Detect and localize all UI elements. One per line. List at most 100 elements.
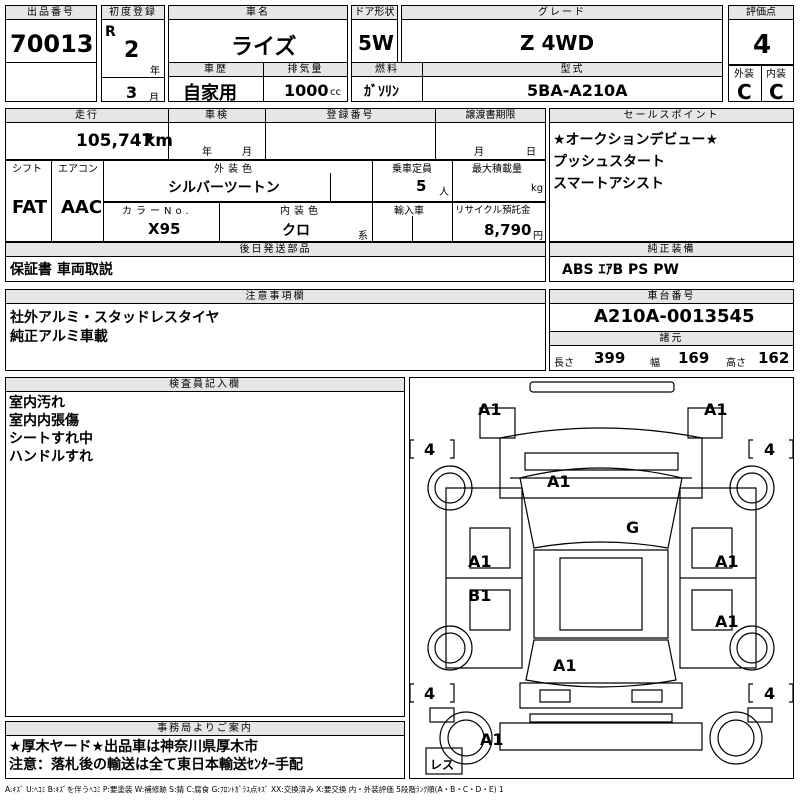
- caution-line-2: 純正アルミ車載: [10, 329, 108, 345]
- transfer-deadline-label: 譲渡書期限: [436, 109, 545, 123]
- later-parts-label: 後日発送部品: [6, 243, 545, 257]
- damage-mark-left-front-door: A1: [468, 552, 492, 571]
- color-number: X95: [148, 220, 181, 238]
- inspection-month-unit: 月: [242, 147, 252, 158]
- sales-point-1: ★オークションデビュー★: [553, 132, 719, 148]
- recycle-fee: 8,790: [484, 221, 532, 239]
- score-cell: 評価点 4 外装 内装 C C: [728, 5, 794, 104]
- inspection-year-unit: 年: [202, 147, 212, 158]
- recycle-fee-label: リサイクル預託金: [455, 205, 531, 216]
- later-parts-box: 後日発送部品 保証書 車両取説: [5, 242, 546, 282]
- spare-tire: レス: [430, 758, 455, 772]
- office-notice-line-1: ★厚木ヤード★出品車は神奈川県厚木市: [9, 739, 259, 755]
- damage-mark-front-left: A1: [478, 400, 502, 419]
- transfer-month-unit: 月: [474, 147, 484, 158]
- sales-point-3: スマートアシスト: [553, 176, 665, 192]
- interior-color-suffix: 系: [358, 231, 368, 242]
- score: 4: [753, 30, 772, 60]
- capacity-unit: 人: [439, 187, 449, 198]
- reg-month: 3: [126, 83, 138, 102]
- transfer-day-unit: 日: [526, 147, 536, 158]
- car-name: ライズ: [231, 35, 297, 60]
- damage-mark-rear-bumper: A1: [480, 730, 504, 749]
- inspector-notes-label: 検査員記入欄: [6, 378, 404, 392]
- genuine-equipment-label: 純正装備: [550, 243, 793, 257]
- lot-number-cell: 出品番号 70013: [5, 5, 97, 102]
- grade-cell: グレード Z 4WD: [401, 5, 723, 63]
- history-cell: 車歴 自家用: [168, 62, 264, 104]
- damage-mark-hood: A1: [547, 472, 571, 491]
- ac: AAC: [61, 197, 103, 218]
- interior-color-label: 内装色: [280, 206, 322, 217]
- capacity: 5: [416, 177, 427, 195]
- sales-point-2: プッシュスタート: [553, 154, 665, 170]
- tire-front-right: 4: [764, 440, 776, 459]
- caution-box: 注意事項欄 社外アルミ・スタッドレスタイヤ 純正アルミ車載: [5, 289, 546, 371]
- vehicle-details-table: 走行 105,747 km 車検 年 月 登録番号 譲渡書期限 月 日 シフト …: [5, 108, 546, 242]
- shift: FAT: [12, 197, 48, 218]
- interior-grade: C: [769, 80, 784, 104]
- model-cell: 型式 5BA-A210A: [422, 62, 723, 102]
- displacement-label: 排気量: [264, 63, 347, 77]
- registration-number-label: 登録番号: [266, 109, 435, 123]
- inspector-note-1: 室内汚れ: [9, 395, 65, 411]
- tire-rear-right: 4: [764, 684, 776, 703]
- door-label: ドア形状: [352, 6, 397, 20]
- era: R: [105, 24, 116, 40]
- damage-mark-windshield: G: [626, 518, 640, 537]
- damage-mark-right-front-door: A1: [715, 552, 739, 571]
- history-label: 車歴: [169, 63, 263, 77]
- caution-line-1: 社外アルミ・スタッドレスタイヤ: [10, 310, 220, 326]
- fuel-cell: 燃料 ｶﾞｿﾘﾝ: [351, 62, 423, 102]
- specs-label: 諸元: [550, 332, 793, 346]
- grade-label: グレード: [402, 6, 722, 20]
- mileage-label: 走行: [6, 109, 168, 123]
- caution-label: 注意事項欄: [6, 290, 545, 304]
- height: 162: [758, 349, 790, 367]
- tire-front-left: 4: [424, 440, 436, 459]
- ac-label: エアコン: [58, 164, 98, 175]
- chassis-number: A210A-0013545: [594, 306, 755, 327]
- year-unit: 年: [150, 66, 160, 77]
- damage-diagram: A1 A1 A1 G A1 A1 B1 A1 A1 A1 4 4 4 4 レス: [409, 377, 794, 779]
- chassis-number-label: 車台番号: [550, 290, 793, 304]
- width: 169: [678, 349, 710, 367]
- interior-grade-label: 内装: [766, 69, 786, 80]
- inspection-label: 車検: [169, 109, 265, 123]
- fuel: ｶﾞｿﾘﾝ: [364, 84, 399, 100]
- car-outline-diagram: [410, 381, 793, 775]
- capacity-label: 乗車定員: [392, 164, 432, 175]
- tire-rear-left: 4: [424, 684, 436, 703]
- grade: Z 4WD: [520, 31, 595, 55]
- displacement-unit: cc: [330, 87, 341, 98]
- first-registration-cell: 初度登録 R 2 年 3 月: [101, 5, 165, 104]
- displacement-cell: 排気量 1000 cc: [263, 62, 348, 102]
- fuel-label: 燃料: [352, 63, 422, 77]
- import-label: 輸入車: [394, 206, 424, 217]
- length: 399: [594, 349, 626, 367]
- door-cell: ドア形状 5W: [351, 5, 398, 63]
- genuine-equipment-box: 純正装備 ABS ｴｱB PS PW: [549, 242, 794, 282]
- recycle-fee-unit: 円: [533, 231, 543, 242]
- genuine-equipment: ABS ｴｱB PS PW: [562, 262, 679, 278]
- model-code: 5BA-A210A: [527, 81, 628, 100]
- reg-year: 2: [124, 38, 140, 63]
- width-label: 幅: [650, 358, 660, 369]
- displacement: 1000: [284, 81, 329, 100]
- exterior-grade: C: [737, 80, 752, 104]
- damage-legend: A:ｷｽﾞ U:ﾍｺﾐ B:ｷｽﾞを伴うﾍｺﾐ P:要塗装 W:補修跡 S:錆 …: [5, 785, 504, 794]
- mileage-unit: km: [144, 131, 174, 151]
- inspector-note-4: ハンドルすれ: [9, 449, 93, 465]
- sales-points-box: セールスポイント ★オークションデビュー★ プッシュスタート スマートアシスト: [549, 108, 794, 242]
- lot-number: 70013: [10, 30, 94, 58]
- car-name-cell: 車名 ライズ: [168, 5, 348, 63]
- exterior-color-label: 外装色: [214, 164, 256, 175]
- max-load-label: 最大積載量: [472, 164, 522, 175]
- first-registration-label: 初度登録: [102, 6, 164, 20]
- exterior-grade-label: 外装: [734, 69, 754, 80]
- inspector-note-2: 室内内張傷: [9, 413, 79, 429]
- interior-color: クロ: [282, 223, 310, 239]
- inspector-note-3: シートすれ中: [9, 431, 93, 447]
- sales-points-label: セールスポイント: [550, 109, 793, 123]
- max-load-unit: kg: [531, 183, 544, 194]
